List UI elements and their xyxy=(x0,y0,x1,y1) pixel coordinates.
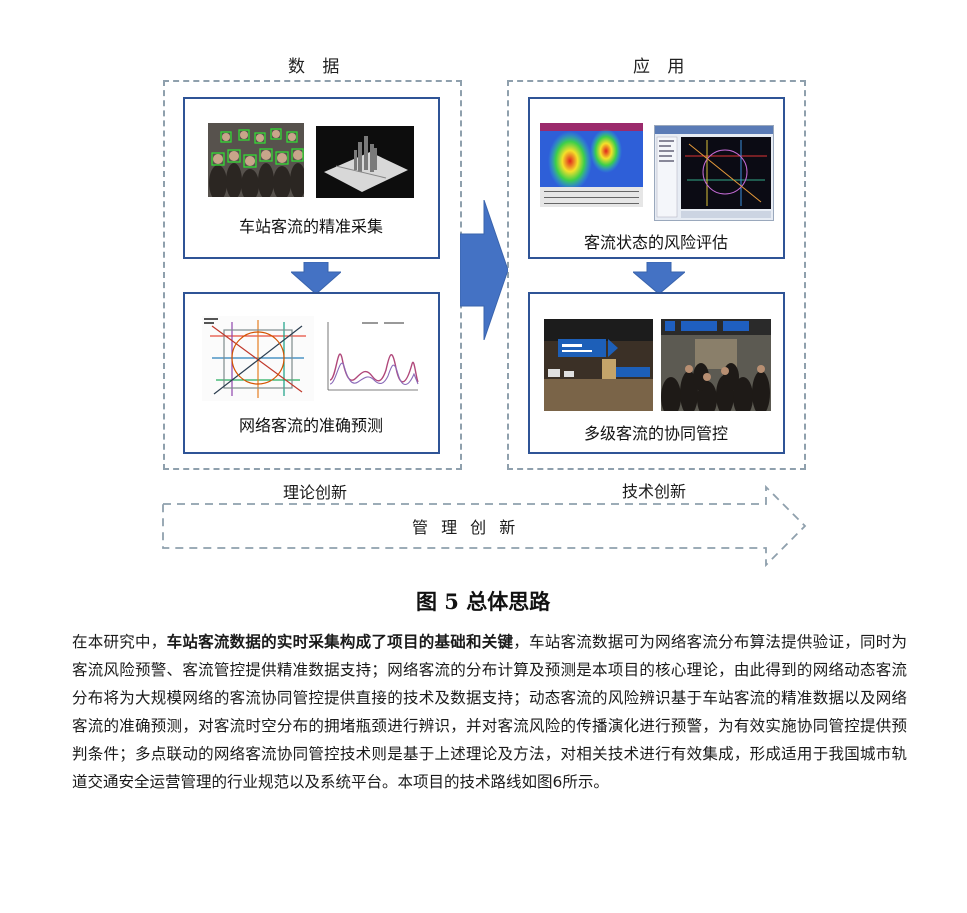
theory-innovation-label: 理论创新 xyxy=(283,483,348,502)
data-section-title: 数 据 xyxy=(288,57,346,77)
station-signage-photo xyxy=(544,319,653,411)
down-arrow-right xyxy=(633,262,685,294)
risk-monitor-software-screenshot xyxy=(654,125,774,221)
3d-station-model-image xyxy=(316,126,414,198)
panel-station-collection-caption: 车站客流的精准采集 xyxy=(238,217,383,236)
panel-coordinated-control-caption: 多级客流的协同管控 xyxy=(583,424,728,443)
paragraph-seg1: 在本研究中， xyxy=(72,633,167,651)
big-right-arrow xyxy=(460,200,508,340)
down-arrow-left xyxy=(291,262,341,294)
tech-innovation-label: 技术创新 xyxy=(622,482,687,501)
crowded-platform-photo xyxy=(661,319,771,411)
panel-network-prediction-caption: 网络客流的准确预测 xyxy=(238,416,383,435)
metro-network-map-image xyxy=(202,316,314,401)
panel-station-collection: 车站客流的精准采集 xyxy=(183,97,440,259)
flow-prediction-line-chart xyxy=(320,318,420,398)
crowd-detection-photo xyxy=(208,123,304,197)
body-paragraph: 在本研究中，车站客流数据的实时采集构成了项目的基础和关键，车站客流数据可为网络客… xyxy=(72,628,907,796)
app-section-title: 应 用 xyxy=(633,57,691,77)
panel-network-prediction: 网络客流的准确预测 xyxy=(183,292,440,454)
panel-risk-assessment-caption: 客流状态的风险评估 xyxy=(583,233,728,252)
management-innovation-arrow xyxy=(162,484,807,568)
risk-heatmap-image xyxy=(540,123,643,207)
paragraph-seg2: ，车站客流数据可为网络客流分布算法提供验证，同时为客流风险预警、客流管控提供精准… xyxy=(72,633,907,791)
panel-coordinated-control: 多级客流的协同管控 xyxy=(528,292,785,454)
panel-risk-assessment: 客流状态的风险评估 xyxy=(528,97,785,259)
paragraph-bold-phrase: 车站客流数据的实时采集构成了项目的基础和关键 xyxy=(166,633,514,651)
figure-caption: 图 5 总体思路 xyxy=(416,589,551,614)
management-innovation-label: 管 理 创 新 xyxy=(412,518,520,537)
